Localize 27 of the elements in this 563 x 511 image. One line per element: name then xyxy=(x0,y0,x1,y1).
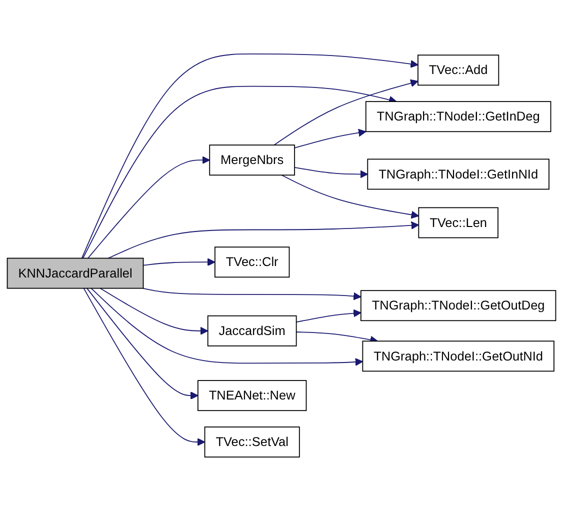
arrow xyxy=(142,288,362,300)
node-box: KNNJaccardParallel xyxy=(6,258,144,289)
arrow xyxy=(100,288,208,335)
arrow xyxy=(82,86,397,259)
node-box: TVec::SetVal xyxy=(204,426,300,458)
arrow xyxy=(108,221,420,259)
arrow xyxy=(90,288,364,366)
node-box: TNEANet::New xyxy=(197,380,307,412)
arrow xyxy=(81,54,418,259)
arrow xyxy=(294,166,368,178)
arrow xyxy=(86,288,198,400)
node-box: TVec::Len xyxy=(418,207,498,238)
arrow xyxy=(87,156,210,259)
arrow xyxy=(296,309,362,323)
node-box: TVec::Add xyxy=(418,54,500,86)
node-box: TNGraph::TNodeI::GetOutDeg xyxy=(360,290,556,322)
arrow xyxy=(294,128,366,148)
node-box: MergeNbrs xyxy=(209,144,296,176)
node-box: TNGraph::TNodeI::GetOutNId xyxy=(362,340,554,372)
arrow xyxy=(142,258,216,266)
node-box: TVec::Clr xyxy=(214,246,290,278)
arrow xyxy=(274,79,418,146)
node-box: TNGraph::TNodeI::GetInNId xyxy=(367,158,550,190)
node-box: JaccardSim xyxy=(207,315,297,346)
node-box: TNGraph::TNodeI::GetInDeg xyxy=(365,101,552,132)
arrow xyxy=(281,174,420,219)
arrow xyxy=(83,288,206,446)
